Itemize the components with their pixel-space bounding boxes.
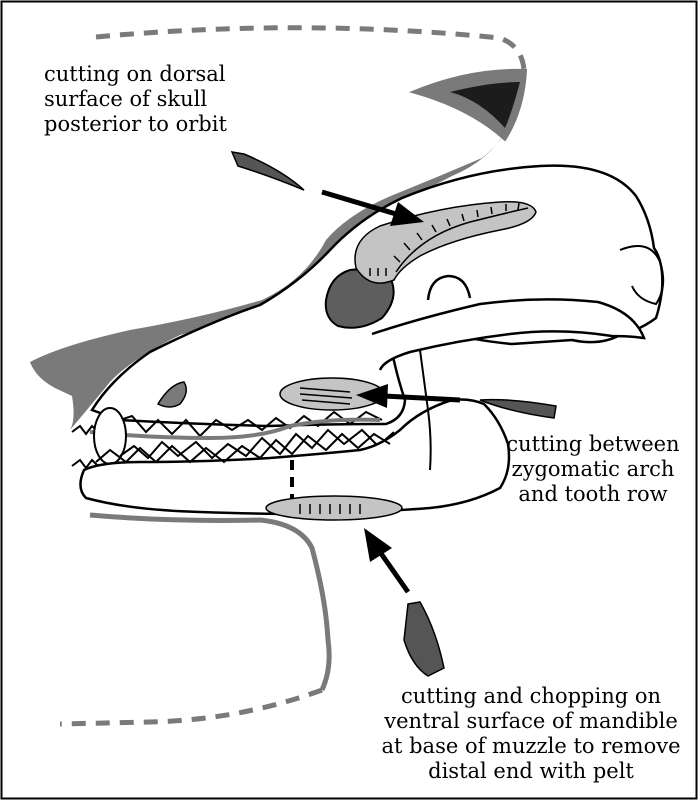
blade-ventral — [403, 601, 445, 677]
pelt-dashed-top — [95, 25, 527, 71]
blade-zygomatic — [479, 398, 557, 419]
mandible-ramus — [419, 349, 432, 471]
zygomatic-arch — [371, 298, 646, 371]
orbit-shape — [324, 268, 395, 329]
nasal-opening — [156, 381, 187, 408]
lower-incisors — [71, 458, 99, 470]
mandible-outline — [79, 398, 511, 516]
zygomatic-cut-marks — [299, 387, 353, 405]
pelt-ventral-line — [89, 512, 332, 692]
arrow-ventral — [364, 528, 411, 594]
blade-dorsal — [230, 151, 305, 191]
arrow-dorsal — [321, 189, 424, 226]
dorsal-cut-ticks — [369, 202, 520, 276]
label-dorsal-cut: cutting on dorsal surface of skull poste… — [44, 62, 227, 136]
postorbital-process — [426, 274, 472, 301]
upper-jaw-edge — [89, 417, 381, 441]
label-zygomatic-cut: cutting between zygomatic arch and tooth… — [506, 432, 680, 506]
pelt-dashed-bottom — [59, 687, 323, 727]
pelt-dorsal-band — [30, 72, 524, 430]
upper-tooth-row — [99, 410, 383, 438]
ventral-cut-zone — [265, 495, 403, 521]
label-ventral-cut: cutting and chopping on ventral surface … — [381, 684, 681, 783]
lower-tooth-row — [119, 428, 395, 460]
dorsal-cut-marks — [395, 207, 529, 273]
occipital-outline — [619, 245, 665, 306]
lower-teeth — [95, 432, 391, 464]
ventral-cut-marks — [299, 504, 361, 514]
arrow-zygomatic — [356, 384, 461, 408]
ear-inner — [450, 82, 520, 128]
